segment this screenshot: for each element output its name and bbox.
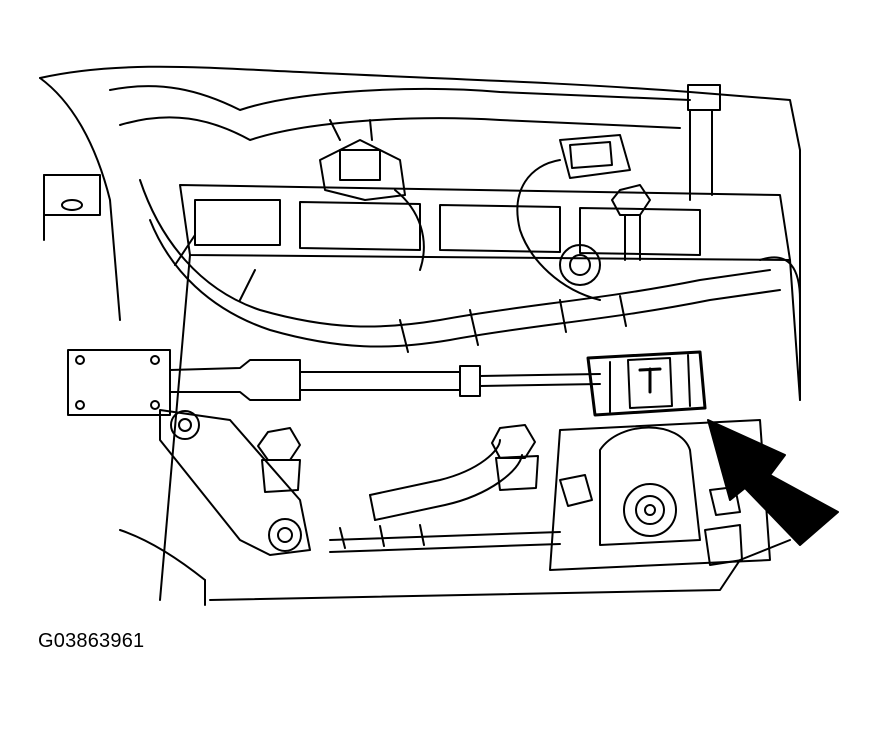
lower-hose (369, 439, 523, 521)
vent-fittings (257, 424, 539, 493)
cylinder-head (159, 184, 801, 601)
right-connector (516, 134, 631, 301)
upper-bolt (611, 184, 651, 261)
shift-lever (549, 419, 771, 571)
callout-arrow (707, 419, 839, 546)
upper-hose (109, 84, 721, 201)
figure-id-label: G03863961 (38, 630, 145, 652)
left-connector (319, 119, 425, 271)
oil-pan-rail (329, 524, 561, 553)
linkage-arm (159, 409, 311, 556)
left-bracket (43, 174, 101, 241)
shift-cable-bracket (67, 349, 171, 416)
shift-cable (169, 359, 601, 401)
wiring-harness (139, 179, 801, 353)
range-switch (586, 350, 707, 417)
